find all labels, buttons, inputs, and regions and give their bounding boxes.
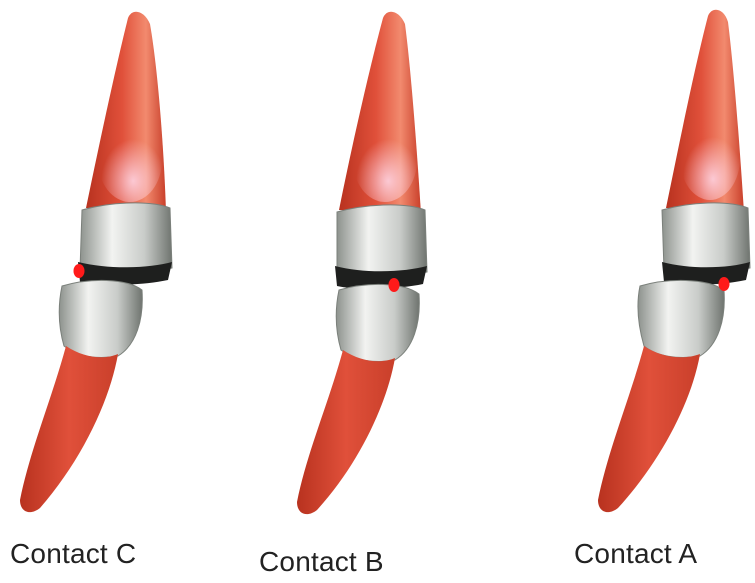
- upper-crown: [80, 203, 172, 272]
- lower-root: [598, 346, 700, 512]
- lower-crown: [59, 280, 142, 357]
- tooth-pair-illustration: [251, 0, 502, 520]
- lower-crown: [638, 280, 724, 357]
- contact-point: [74, 264, 85, 278]
- upper-root-highlight: [98, 118, 162, 202]
- contact-point: [719, 277, 730, 291]
- upper-root-highlight: [680, 116, 740, 200]
- caption-contact-a: Contact A: [574, 538, 697, 570]
- lower-root: [297, 350, 395, 514]
- panel-contact-a: Contact A: [502, 0, 753, 583]
- lower-root: [20, 346, 118, 512]
- panel-contact-b: Contact B: [251, 0, 502, 583]
- lower-crown: [336, 284, 419, 361]
- tooth-pair-illustration: [502, 0, 753, 520]
- contact-point: [389, 278, 400, 292]
- tooth-pair-illustration: [0, 0, 251, 520]
- upper-root-highlight: [353, 118, 417, 202]
- caption-contact-c: Contact C: [10, 538, 136, 570]
- caption-contact-b: Contact B: [259, 546, 384, 578]
- upper-crown: [337, 205, 427, 276]
- upper-crown: [662, 203, 750, 272]
- panel-contact-c: Contact C: [0, 0, 251, 583]
